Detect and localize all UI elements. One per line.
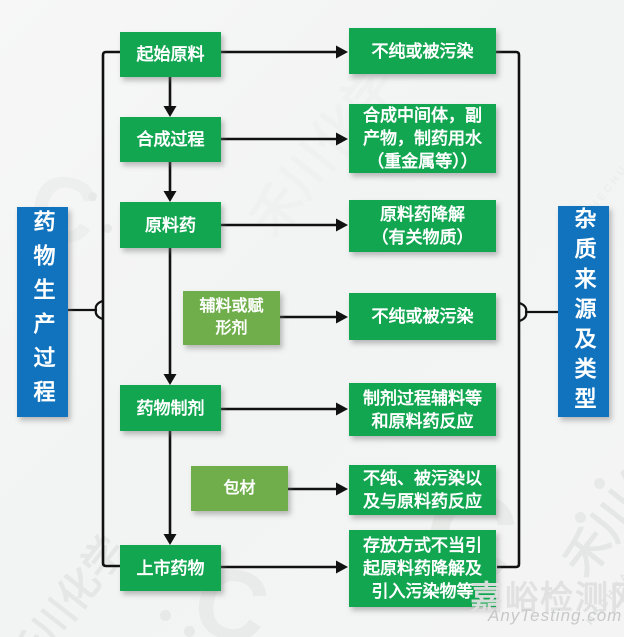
- node-synthesis-intermediates: 合成中间体，副 产物，制药用水 （重金属等））: [349, 104, 496, 173]
- banner-drug-production-process-label: 药物生产过程: [30, 210, 56, 414]
- node-packaging-material: 包材: [191, 466, 288, 511]
- arrowheads: [163, 45, 348, 574]
- node-improper-storage-degradation: 存放方式不当引 起原料药降解及 引入污染物等: [349, 530, 496, 607]
- banner-impurity-sources-types-label: 杂质来源及类型: [571, 206, 597, 417]
- node-starting-material: 起始原料: [120, 32, 221, 77]
- right-bracket-line: [496, 50, 521, 569]
- node-formulation-excipient-reaction: 制剂过程辅料等 和原料药反应: [349, 383, 496, 436]
- left-banner-brace-tip: [94, 299, 103, 321]
- node-packaging-contamination-reaction: 不纯、被污染以 及与原料药反应: [349, 465, 496, 515]
- node-impure-or-contaminated-2: 不纯或被污染: [349, 293, 496, 340]
- node-synthesis-process: 合成过程: [120, 117, 221, 162]
- node-drug-formulation: 药物制剂: [120, 385, 221, 431]
- right-banner-brace-tip: [519, 301, 528, 323]
- node-api-degradation: 原料药降解 （有关物质）: [349, 200, 496, 252]
- left-bracket-line: [101, 50, 120, 568]
- banner-impurity-sources-types: 杂质来源及类型: [558, 206, 609, 417]
- node-excipient: 辅料或赋 形剂: [183, 291, 280, 345]
- banner-drug-production-process: 药物生产过程: [17, 207, 68, 417]
- node-impure-or-contaminated-1: 不纯或被污染: [349, 28, 496, 74]
- node-marketed-drug: 上市药物: [120, 545, 221, 591]
- node-api: 原料药: [120, 202, 221, 248]
